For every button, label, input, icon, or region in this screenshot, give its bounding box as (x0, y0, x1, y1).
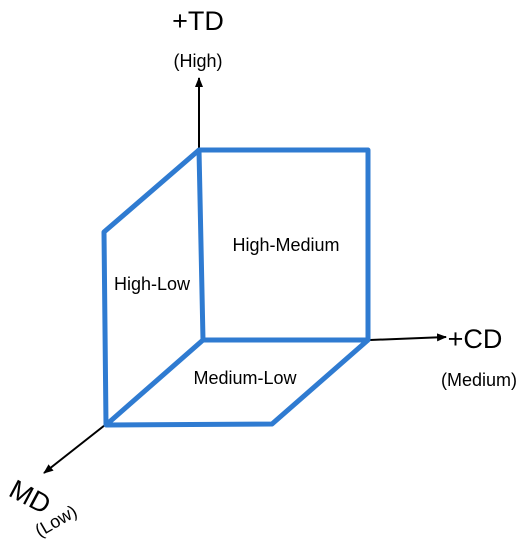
cd-axis-sublabel: (Medium) (441, 370, 517, 390)
cd-axis-arrow (369, 333, 447, 342)
back-face-label: High-Medium (232, 235, 339, 255)
td-axis-label: +TD (172, 6, 224, 36)
cube (101, 147, 371, 428)
left-face-label: High-Low (114, 274, 191, 294)
cd-axis-label: +CD (448, 324, 503, 354)
bottom-face-edge (105, 338, 370, 428)
left-face-edge (101, 148, 205, 428)
md-axis-arrow (43, 424, 106, 474)
bottom-face-label: Medium-Low (193, 368, 297, 388)
td-axis-sublabel: (High) (173, 51, 222, 71)
